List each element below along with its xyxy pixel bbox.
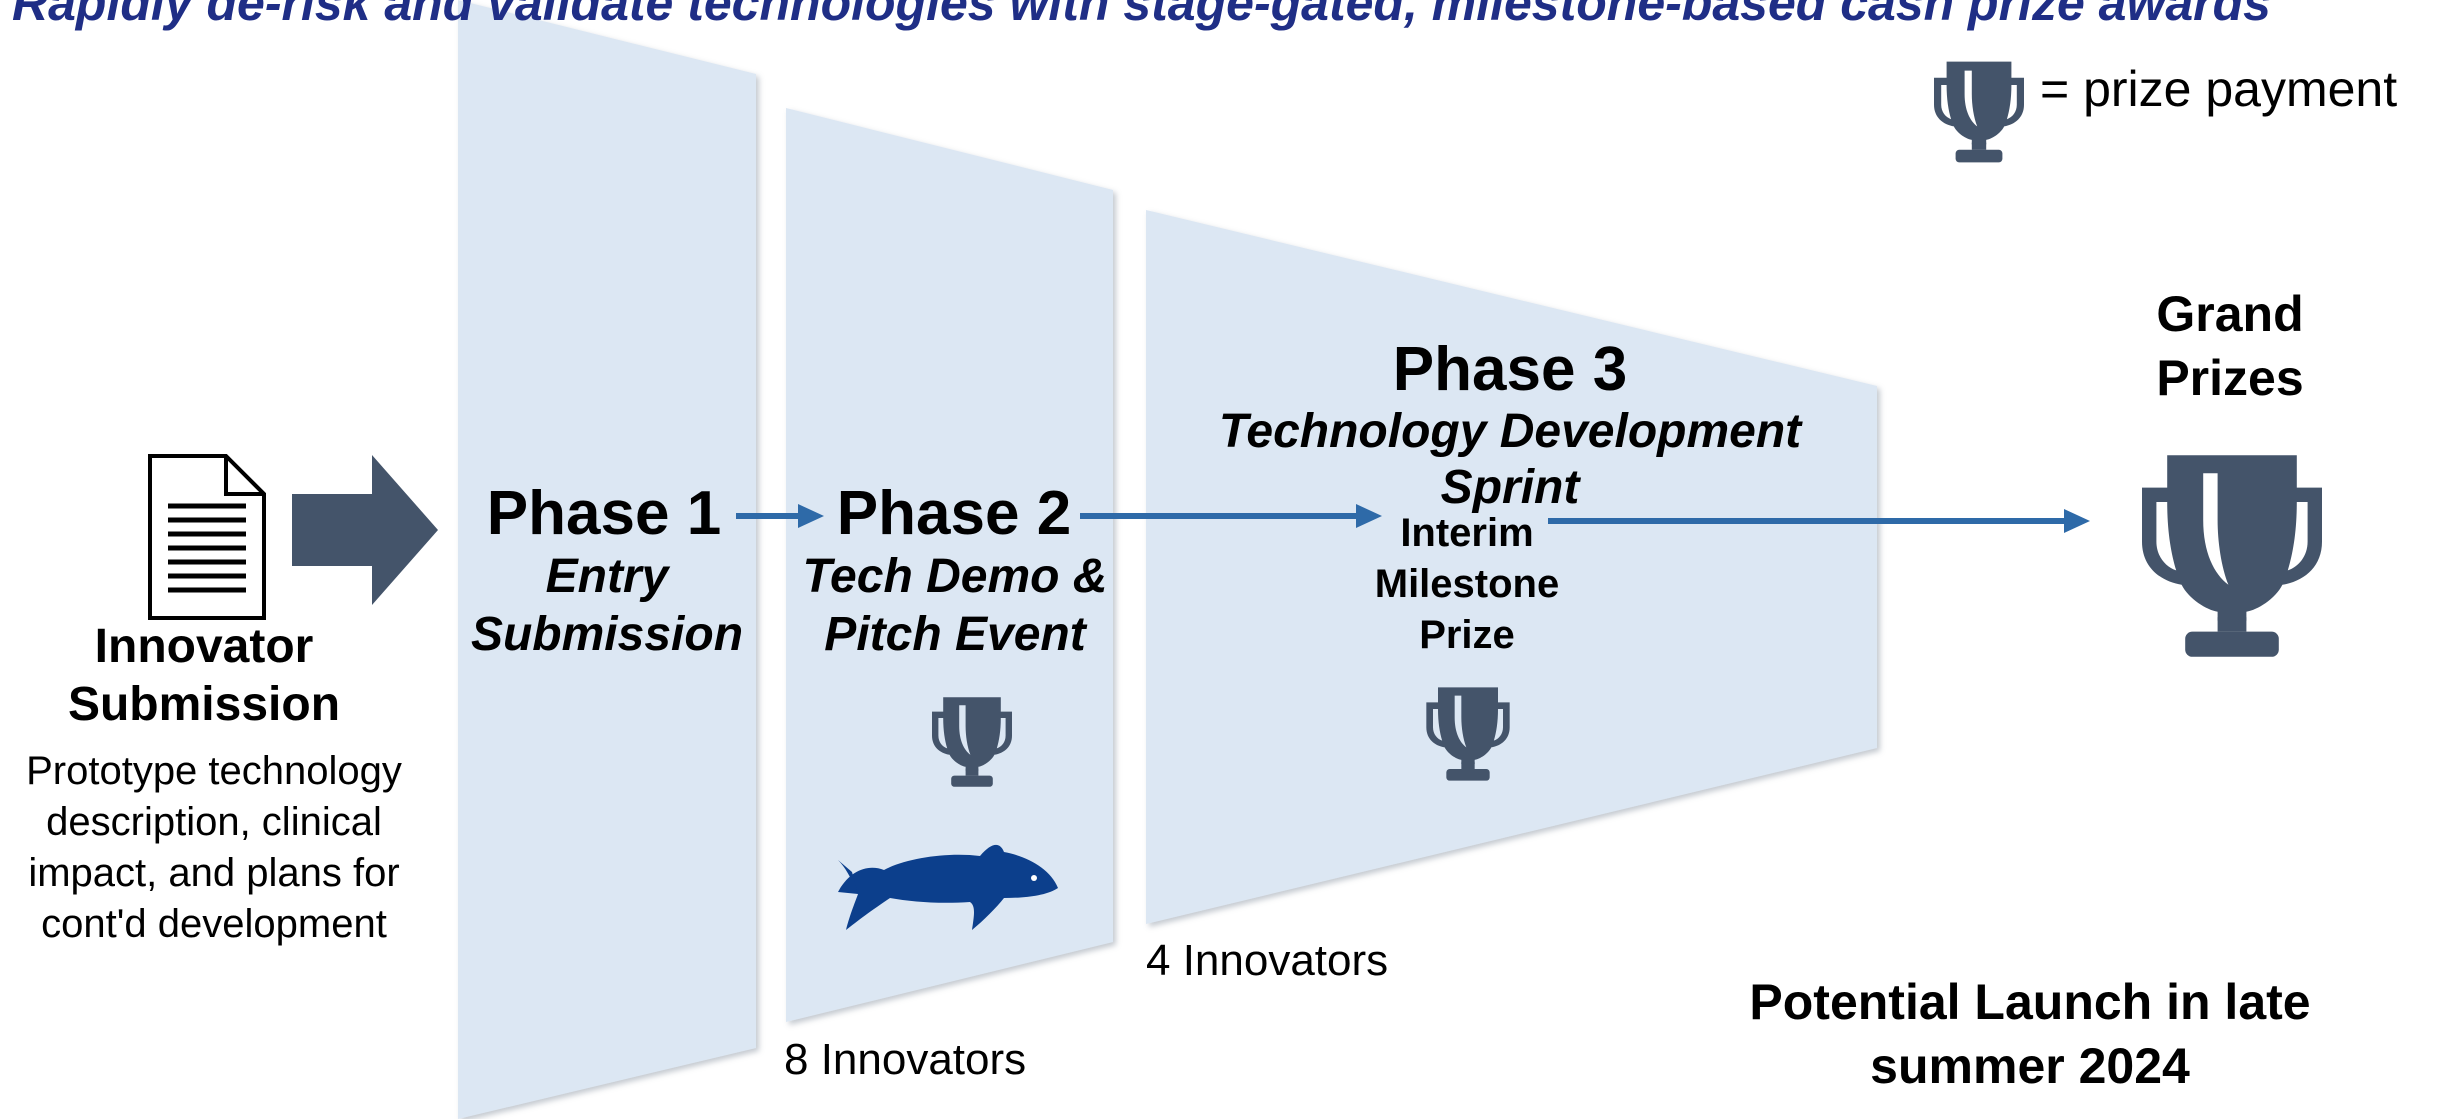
- launch-line1: Potential Launch in late: [1749, 974, 2311, 1030]
- grand-prizes-line2: Prizes: [2156, 350, 2304, 406]
- phase2-innovator-count: 8 Innovators: [784, 1035, 1027, 1084]
- flow-arrows: [736, 504, 2090, 533]
- submission-description: Prototype technology description, clinic…: [4, 746, 424, 950]
- launch-note: Potential Launch in late summer 2024: [1700, 970, 2360, 1098]
- phase2-subtitle: Tech Demo & Pitch Event: [800, 548, 1110, 664]
- submission-title-line2: Submission: [67, 678, 341, 731]
- phase1-title: Phase 1: [486, 479, 722, 548]
- grand-prizes-line1: Grand: [2156, 286, 2304, 342]
- legend-trophy-icon: [1934, 61, 2024, 163]
- milestone-line1: Interim: [1400, 511, 1534, 555]
- phase2-subtitle-line1: Tech Demo &: [802, 550, 1108, 603]
- submission-desc-line1: Prototype technology: [26, 749, 402, 793]
- banner-heading: Rapidly de-risk and validate technologie…: [12, 0, 2271, 31]
- submission-title: Innovator Submission: [54, 618, 354, 734]
- legend-label: = prize payment: [2040, 61, 2398, 117]
- phase2-title: Phase 2: [836, 479, 1072, 548]
- submission-title-line1: Innovator: [94, 620, 314, 673]
- submission-desc-line4: cont'd development: [41, 902, 387, 946]
- submission-desc-line2: description, clinical: [46, 800, 382, 844]
- submission-desc-line3: impact, and plans for: [28, 851, 400, 895]
- phase1-panel: [458, 0, 756, 1119]
- submission-arrow: [292, 455, 438, 605]
- phase2-panel: [786, 108, 1113, 1022]
- milestone-line3: Prize: [1419, 613, 1515, 657]
- phase3-subtitle-line2: Sprint: [1440, 461, 1580, 514]
- phase3-panel: [1146, 210, 1877, 924]
- document-icon: [148, 454, 266, 620]
- phase3-subtitle: Technology Development Sprint: [1180, 404, 1840, 516]
- phase1-subtitle: Entry Submission: [458, 548, 756, 664]
- grand-prizes-title: Grand Prizes: [2110, 282, 2350, 410]
- launch-line2: summer 2024: [1870, 1038, 2190, 1094]
- phase3-subtitle-line1: Technology Development: [1218, 405, 1802, 458]
- milestone-line2: Milestone: [1374, 562, 1560, 606]
- phase1-subtitle-line2: Submission: [470, 608, 744, 661]
- phase1-subtitle-line1: Entry: [545, 550, 669, 603]
- phase3-title: Phase 3: [1392, 335, 1628, 404]
- shark-icon: [838, 844, 1058, 930]
- phase3-innovator-count: 4 Innovators: [1146, 936, 1389, 985]
- phase3-milestone-label: Interim Milestone Prize: [1330, 508, 1604, 661]
- grand-trophy-icon: [2142, 455, 2322, 657]
- phase2-subtitle-line2: Pitch Event: [824, 608, 1086, 661]
